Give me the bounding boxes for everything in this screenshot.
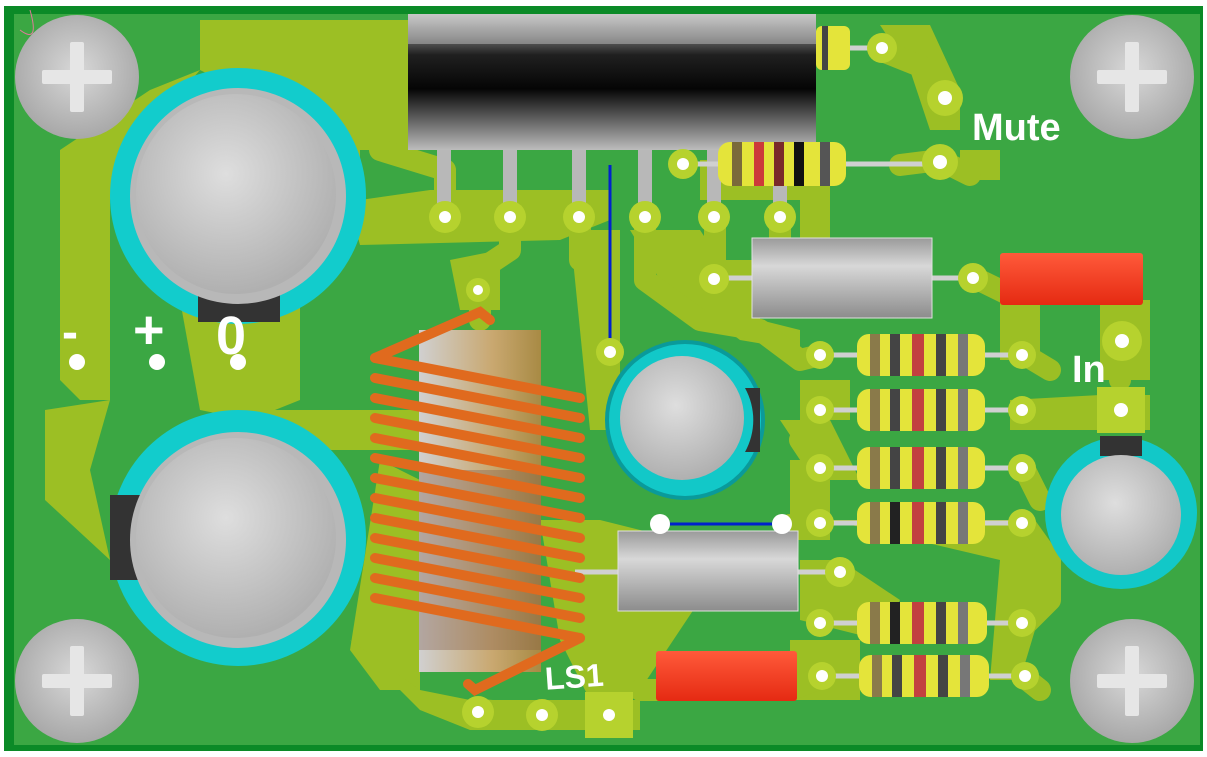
resistor-4 [806, 502, 1036, 544]
electrolytic-cap-center [605, 340, 765, 500]
label-mute: Mute [972, 107, 1061, 149]
input-pads [1097, 321, 1145, 433]
bottom-pads [462, 692, 633, 738]
smd-part-top [1000, 253, 1143, 305]
corner-mark [19, 9, 34, 35]
resistor-3 [806, 447, 1036, 489]
mounting-hole-br [1070, 619, 1194, 743]
ic-pads [429, 201, 796, 233]
resistor-top-small [816, 26, 897, 70]
film-capacitor-bottom [575, 530, 855, 612]
mounting-hole-bl [15, 619, 139, 743]
electrolytic-cap-top-left [110, 68, 366, 324]
jumper-pads [596, 338, 792, 534]
film-capacitor-top [699, 237, 988, 319]
resistor-2 [806, 389, 1036, 431]
resistor-6 [808, 655, 1039, 697]
ic-package [408, 14, 816, 216]
jumper-wires [608, 165, 782, 526]
resistor-bank [806, 334, 1039, 697]
label-in: In [1072, 349, 1106, 391]
mute-pad [927, 80, 963, 116]
mounting-hole-tr [1070, 15, 1194, 139]
electrolytic-cap-bottom-left [110, 410, 366, 666]
label-minus: - [62, 306, 78, 359]
label-zero: 0 [216, 306, 246, 366]
resistor-5 [806, 602, 1036, 644]
inductor-coil [370, 278, 585, 696]
label-designator: LS1 [544, 657, 605, 697]
label-plus: + [133, 300, 165, 360]
resistor-mute [668, 142, 958, 186]
mounting-hole-tl [15, 15, 139, 139]
resistor-1 [806, 334, 1036, 376]
smd-part-bottom [656, 651, 797, 701]
power-pads [69, 354, 246, 370]
electrolytic-cap-input [1045, 436, 1197, 589]
